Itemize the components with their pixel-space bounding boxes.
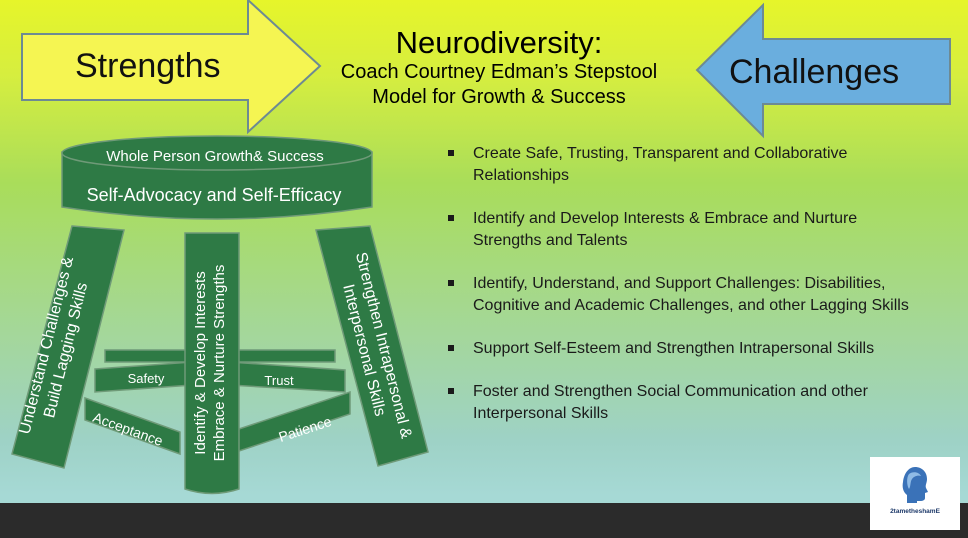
footer-bar [0,503,968,538]
square-bullet-icon [448,150,454,156]
rung-trust-label: Trust [264,373,294,388]
list-item: Create Safe, Trusting, Transparent and C… [446,143,926,187]
rung-safety-label: Safety [128,371,165,386]
page-subtitle-line2: Model for Growth & Success [372,86,626,108]
stepstool-diagram: Whole Person Growth& Success Self-Advoca… [11,135,429,495]
list-item: Identify, Understand, and Support Challe… [446,273,926,317]
strengths-arrow [21,0,322,135]
stool-seat [61,151,373,220]
list-item: Identify and Develop Interests & Embrace… [446,208,926,252]
title-block: Neurodiversity: Coach Courtney Edman’s S… [300,26,698,110]
logo-text: 2tametheshamE [890,508,940,515]
arrows [21,0,951,139]
rung-patience [229,390,351,456]
list-item-text: Support Self-Esteem and Strengthen Intra… [473,340,875,357]
page-subtitle-line1: Coach Courtney Edman’s Stepstool [340,61,658,83]
square-bullet-icon [448,345,454,351]
leg-left [11,225,125,469]
square-bullet-icon [448,388,454,394]
list-item: Foster and Strengthen Social Communicati… [446,381,926,425]
leg-center-label-line2: Embrace & Nurture Strengths [211,265,228,462]
leg-right [315,225,429,467]
rung-acceptance [84,396,181,456]
list-item-text: Create Safe, Trusting, Transparent and C… [473,145,848,184]
leg-center-label-line1: Identify & Develop Interests [192,271,209,454]
list-item-text: Foster and Strengthen Social Communicati… [473,383,868,422]
bullet-list: Create Safe, Trusting, Transparent and C… [446,143,926,425]
challenges-arrow [695,2,951,139]
leg-center [184,232,240,495]
list-item: Support Self-Esteem and Strengthen Intra… [446,338,926,360]
head-profile-icon [902,467,928,503]
list-item-text: Identify and Develop Interests & Embrace… [473,210,858,249]
strengths-label: Strengths [75,47,221,85]
square-bullet-icon [448,280,454,286]
seat-front-label: Self-Advocacy and Self-Efficacy [87,185,342,205]
logo: 2tametheshamE [870,457,960,530]
square-bullet-icon [448,215,454,221]
stool-seat-top [61,135,373,171]
seat-top-label: Whole Person Growth& Success [106,148,324,165]
challenges-label: Challenges [729,53,900,91]
list-item-text: Identify, Understand, and Support Challe… [473,275,909,314]
page-title: Neurodiversity: [395,25,603,60]
